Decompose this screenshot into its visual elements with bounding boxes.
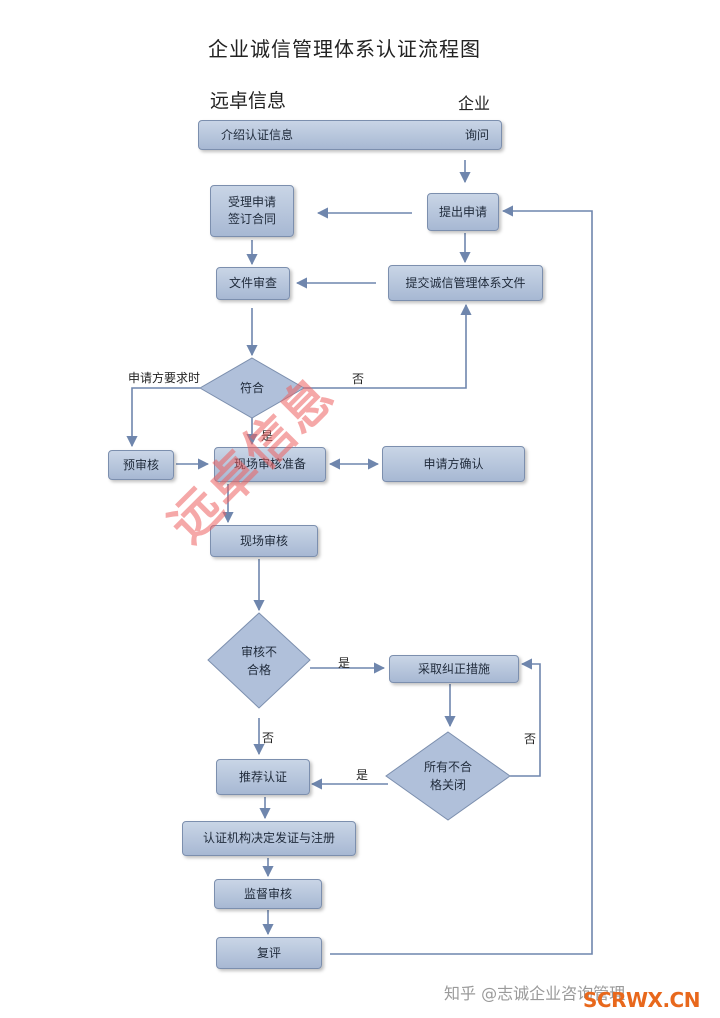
- recert-label: 复评: [256, 945, 281, 960]
- supervise-box: 监督审核: [214, 879, 322, 909]
- arrow-conform-pre: [126, 387, 200, 448]
- corrective-box: 采取纠正措施: [389, 655, 519, 683]
- fail-line-1: 审核不: [240, 644, 277, 659]
- recert-box: 复评: [216, 937, 322, 969]
- onsite-prep-box: 现场审核准备: [214, 447, 326, 482]
- inquiry-label: 询问: [464, 127, 489, 142]
- arrow-conform-no: [302, 303, 472, 389]
- arrow-recert-loop: [330, 205, 593, 955]
- applicant-confirm-label: 申请方确认: [423, 456, 484, 471]
- intro-label: 介绍认证信息: [221, 127, 294, 142]
- onsite-prep-label: 现场审核准备: [233, 457, 306, 471]
- fail-yes-label: 是: [338, 656, 351, 670]
- fail-line-2: 合格: [246, 662, 271, 677]
- applicant-confirm-box: 申请方确认: [382, 446, 525, 482]
- accept-line-2: 签订合同: [227, 212, 276, 226]
- closed-yes-label: 是: [356, 768, 369, 782]
- doc-review-label: 文件审查: [228, 276, 277, 290]
- issue-box: 认证机构决定发证与注册: [182, 821, 356, 856]
- closed-line-2: 格关闭: [429, 778, 466, 792]
- corrective-label: 采取纠正措施: [417, 661, 490, 676]
- accept-application-box: 受理申请 签订合同: [210, 185, 294, 237]
- closed-line-1: 所有不合: [423, 760, 472, 774]
- closed-diamond-shape: [385, 731, 511, 821]
- conform-yes-label: 是: [261, 429, 274, 443]
- conform-decision: 符合: [200, 358, 304, 418]
- supervise-label: 监督审核: [243, 886, 292, 901]
- intro-bar: 介绍认证信息 询问: [198, 120, 502, 150]
- submit-docs-label: 提交诚信管理体系文件: [405, 275, 526, 290]
- right-header: 企业: [458, 94, 491, 113]
- issue-label: 认证机构决定发证与注册: [202, 831, 335, 845]
- fail-decision: 审核不 合格: [208, 613, 310, 708]
- submit-docs-box: 提交诚信管理体系文件: [388, 265, 543, 301]
- arrow-closed-no: [510, 658, 541, 777]
- pre-review-label: 预审核: [122, 457, 159, 472]
- fail-diamond-shape: [207, 612, 311, 709]
- accept-line-1: 受理申请: [227, 195, 276, 209]
- fail-no-label: 否: [262, 731, 275, 745]
- conform-label: 符合: [239, 381, 264, 395]
- scrwx-logo: SCRWX.CN: [583, 988, 700, 1012]
- recommend-label: 推荐认证: [238, 769, 287, 784]
- doc-review-box: 文件审查: [216, 267, 290, 300]
- applicant-request-label: 申请方要求时: [128, 371, 201, 385]
- pre-review-box: 预审核: [108, 450, 174, 480]
- left-header: 远卓信息: [210, 90, 287, 112]
- apply-box: 提出申请: [427, 193, 499, 231]
- closed-decision: 所有不合 格关闭: [386, 732, 510, 820]
- recommend-box: 推荐认证: [216, 759, 310, 795]
- zhihu-credit: 知乎 @志诚企业咨询管理: [444, 984, 626, 1003]
- closed-no-label: 否: [524, 732, 537, 746]
- conform-no-label: 否: [352, 372, 365, 386]
- conform-diamond-shape: [198, 357, 306, 419]
- apply-label: 提出申请: [438, 204, 487, 219]
- onsite-audit-box: 现场审核: [210, 525, 318, 557]
- page-title: 企业诚信管理体系认证流程图: [208, 37, 481, 61]
- onsite-audit-label: 现场审核: [239, 533, 288, 548]
